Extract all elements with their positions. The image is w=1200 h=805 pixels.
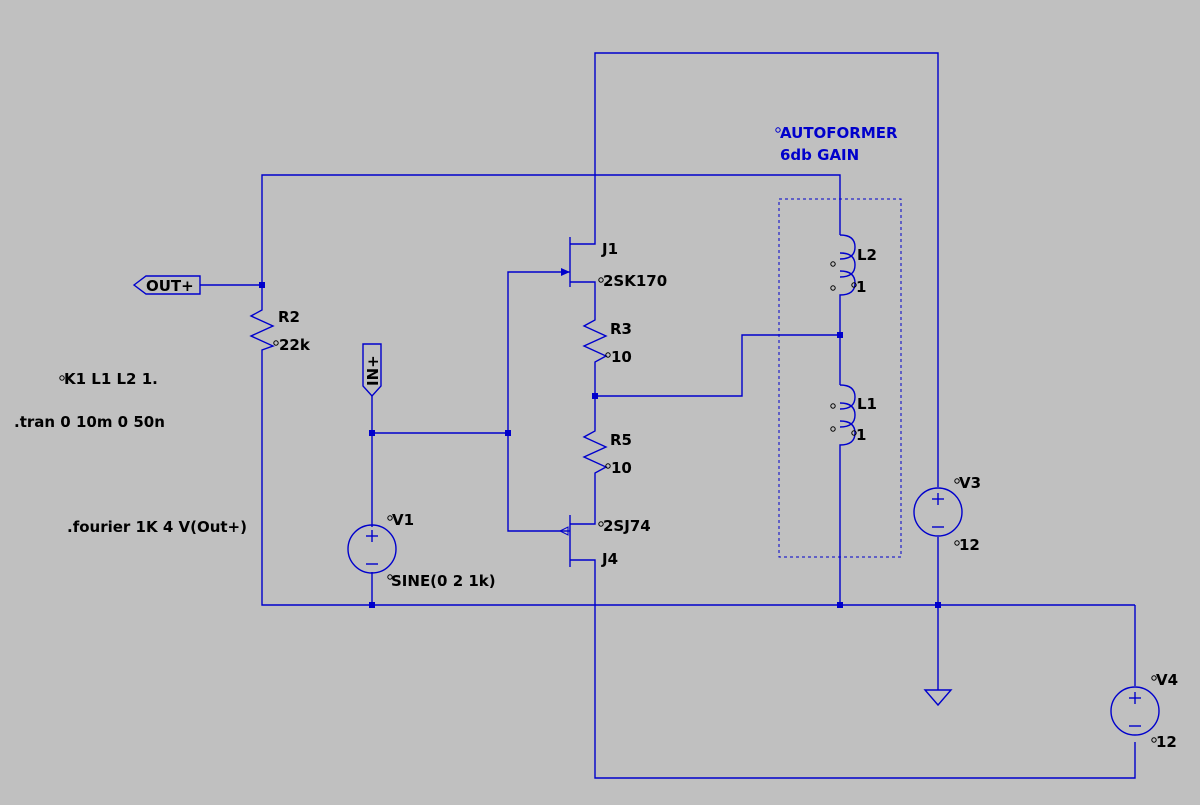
annotation-line2: 6db GAIN: [780, 146, 859, 164]
annotation-marker: [775, 127, 781, 133]
voltage-source-v4[interactable]: V4 12: [1110, 671, 1178, 751]
junction-node: [259, 282, 265, 288]
r5-name: R5: [610, 431, 632, 449]
out-netlabel-text: OUT+: [146, 277, 194, 295]
resistor-r5[interactable]: R5 10: [582, 427, 632, 479]
in-netlabel-text: IN+: [364, 355, 382, 386]
v1-name: V1: [392, 511, 414, 529]
jfet-j4[interactable]: 2SJ74 J4: [558, 515, 651, 568]
out-netlabel[interactable]: OUT+: [132, 275, 201, 295]
r3-value: 10: [611, 348, 632, 366]
junction-nodes: [259, 282, 941, 608]
v3-value: 12: [959, 536, 980, 554]
l1-value: 1: [856, 426, 866, 444]
directive-tran[interactable]: .tran 0 10m 0 50n: [14, 413, 165, 431]
wire-j1-gate[interactable]: [507, 271, 560, 433]
directive-coupling[interactable]: K1 L1 L2 1.: [64, 370, 158, 388]
l2-name: L2: [857, 246, 877, 264]
voltage-source-v1[interactable]: V1 SINE(0 2 1k): [347, 511, 496, 590]
v3-name: V3: [959, 474, 981, 492]
spice-directives: K1 L1 L2 1. .tran 0 10m 0 50n .fourier 1…: [14, 370, 247, 536]
junction-node: [369, 602, 375, 608]
r5-value: 10: [611, 459, 632, 477]
l2-value: 1: [856, 278, 866, 296]
resistor-r2[interactable]: R2 22k: [249, 306, 311, 356]
wire-feedback-top[interactable]: [261, 174, 841, 285]
v4-name: V4: [1156, 671, 1178, 689]
wire-midpoint-to-tap[interactable]: [595, 334, 840, 397]
directive-fourier[interactable]: .fourier 1K 4 V(Out+): [67, 518, 247, 536]
j4-name: J4: [601, 550, 618, 568]
v1-value: SINE(0 2 1k): [391, 572, 496, 590]
inductor-l1[interactable]: L1 1: [830, 384, 877, 448]
voltage-source-v3[interactable]: V3 12: [913, 474, 981, 554]
resistor-r3[interactable]: R3 10: [582, 316, 632, 368]
j4-model: 2SJ74: [603, 517, 651, 535]
wire-j1-drain-to-v3[interactable]: [594, 52, 939, 487]
j1-model: 2SK170: [603, 272, 667, 290]
autoformer-box[interactable]: [778, 198, 902, 558]
wire-j4-drain-to-v4[interactable]: [594, 567, 1136, 779]
r2-value: 22k: [279, 336, 311, 354]
ground-symbol[interactable]: [923, 689, 953, 707]
j1-name: J1: [601, 240, 618, 258]
r2-name: R2: [278, 308, 300, 326]
junction-node: [505, 430, 511, 436]
wire-j4-gate[interactable]: [507, 433, 560, 532]
wire-r2-bottom[interactable]: [261, 356, 372, 606]
wires: [200, 52, 1136, 779]
junction-node: [837, 602, 843, 608]
junction-node: [837, 332, 843, 338]
l1-name: L1: [857, 395, 877, 413]
r3-name: R3: [610, 320, 632, 338]
junction-node: [935, 602, 941, 608]
jfet-j1[interactable]: J1 2SK170: [560, 233, 667, 290]
junction-node: [369, 430, 375, 436]
junction-node: [592, 393, 598, 399]
annotation-line1: AUTOFORMER: [780, 124, 898, 142]
v4-value: 12: [1156, 733, 1177, 751]
inductor-l2[interactable]: L2 1: [830, 234, 877, 297]
in-netlabel[interactable]: IN+: [362, 343, 382, 398]
